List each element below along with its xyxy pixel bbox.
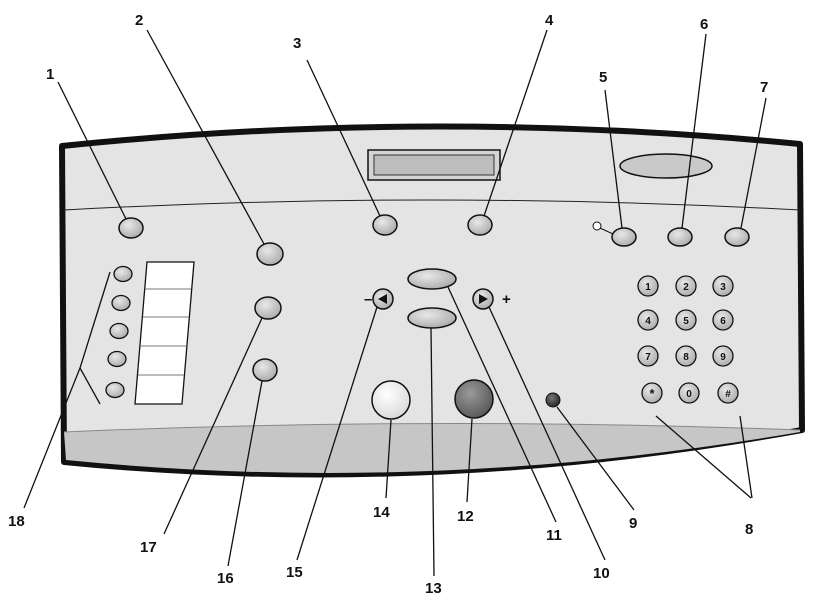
key-4[interactable] bbox=[637, 309, 659, 331]
one-touch-button-2[interactable] bbox=[111, 294, 131, 312]
indicator-window bbox=[619, 153, 713, 179]
leader-line-2 bbox=[146, 29, 265, 245]
callout-12: 12 bbox=[457, 508, 474, 525]
callout-labels: 1 2 3 4 5 6 7 8 9 10 11 12 13 14 15 16 1… bbox=[8, 12, 768, 597]
key-hash[interactable] bbox=[717, 382, 739, 404]
callout-14: 14 bbox=[373, 504, 390, 521]
key-9-label: 9 bbox=[720, 352, 726, 363]
button-11[interactable] bbox=[407, 268, 457, 290]
callout-4: 4 bbox=[545, 12, 554, 29]
key-5[interactable] bbox=[675, 309, 697, 331]
button-4[interactable] bbox=[467, 214, 493, 236]
key-1-label: 1 bbox=[645, 282, 651, 293]
callout-lines bbox=[23, 29, 767, 577]
callout-17: 17 bbox=[140, 539, 157, 556]
button-2[interactable] bbox=[256, 242, 284, 266]
key-0-label: 0 bbox=[686, 389, 692, 400]
plus-sign: + bbox=[502, 291, 511, 308]
callout-16: 16 bbox=[217, 570, 234, 587]
button-5[interactable] bbox=[611, 227, 637, 247]
button-1[interactable] bbox=[118, 217, 144, 239]
key-hash-label: # bbox=[725, 389, 731, 400]
key-6[interactable] bbox=[712, 309, 734, 331]
callout-9: 9 bbox=[629, 515, 637, 532]
leader-line-11 bbox=[447, 286, 557, 523]
callout-7: 7 bbox=[760, 79, 768, 96]
callout-6: 6 bbox=[700, 16, 708, 33]
key-6-label: 6 bbox=[720, 316, 726, 327]
leader-line-18 bbox=[23, 367, 81, 509]
leader-line-3 bbox=[306, 59, 381, 217]
key-8[interactable] bbox=[675, 345, 697, 367]
panel-divider bbox=[63, 199, 801, 211]
key-7[interactable] bbox=[637, 345, 659, 367]
button-12[interactable] bbox=[454, 379, 494, 419]
callout-10: 10 bbox=[593, 565, 610, 582]
leader-line-12 bbox=[466, 418, 473, 503]
minus-sign: – bbox=[364, 291, 372, 308]
right-arrow-icon bbox=[479, 294, 488, 304]
leader-line-14 bbox=[385, 419, 392, 499]
leader-line-6 bbox=[681, 33, 707, 229]
leader-line-10 bbox=[488, 306, 606, 561]
callout-13: 13 bbox=[425, 580, 442, 596]
one-touch-button-4[interactable] bbox=[107, 350, 127, 368]
callout-2: 2 bbox=[135, 12, 143, 29]
button-5-connector bbox=[599, 227, 614, 235]
one-touch-label-card bbox=[134, 261, 195, 405]
key-4-label: 4 bbox=[645, 316, 651, 327]
key-1[interactable] bbox=[637, 275, 659, 297]
key-0[interactable] bbox=[678, 382, 700, 404]
leader-line-13 bbox=[430, 327, 435, 577]
callout-11: 11 bbox=[546, 527, 562, 544]
key-5-label: 5 bbox=[683, 316, 689, 327]
panel-bottom-edge bbox=[63, 422, 801, 433]
key-7-label: 7 bbox=[645, 352, 651, 363]
leader-line-1 bbox=[57, 81, 127, 220]
left-arrow-icon bbox=[378, 294, 387, 304]
leader-line-8-right bbox=[739, 415, 753, 499]
numeric-keypad: 1 2 3 4 5 6 7 8 9 * 0 # bbox=[637, 275, 739, 404]
leader-line-17 bbox=[163, 317, 263, 535]
key-2[interactable] bbox=[675, 275, 697, 297]
key-3-label: 3 bbox=[720, 282, 726, 293]
button-13[interactable] bbox=[407, 307, 457, 329]
key-3[interactable] bbox=[712, 275, 734, 297]
button-6[interactable] bbox=[667, 227, 693, 247]
leader-line-7 bbox=[740, 97, 767, 229]
key-star-label: * bbox=[649, 386, 655, 401]
key-9[interactable] bbox=[712, 345, 734, 367]
button-14[interactable] bbox=[371, 380, 411, 420]
button-7[interactable] bbox=[724, 227, 750, 247]
button-3[interactable] bbox=[372, 214, 398, 236]
callout-3: 3 bbox=[293, 35, 301, 52]
lcd-display-screen bbox=[373, 154, 495, 176]
leader-line-15 bbox=[296, 306, 378, 561]
leader-line-9 bbox=[556, 406, 635, 511]
leader-line-8-left bbox=[655, 415, 752, 499]
leader-line-5 bbox=[604, 89, 623, 229]
key-8-label: 8 bbox=[683, 352, 689, 363]
button-16[interactable] bbox=[252, 358, 278, 382]
leader-line-16 bbox=[227, 380, 263, 567]
button-17[interactable] bbox=[254, 296, 282, 320]
button-5-indicator bbox=[592, 221, 602, 231]
callout-18: 18 bbox=[8, 513, 25, 530]
indicator-9 bbox=[545, 392, 561, 408]
leader-line-4 bbox=[483, 29, 548, 217]
key-2-label: 2 bbox=[683, 282, 689, 293]
callout-5: 5 bbox=[599, 69, 607, 86]
one-touch-button-3[interactable] bbox=[109, 322, 129, 340]
callout-1: 1 bbox=[46, 66, 54, 83]
one-touch-button-1[interactable] bbox=[113, 265, 133, 283]
callout-15: 15 bbox=[286, 564, 303, 581]
key-star[interactable] bbox=[641, 382, 663, 404]
one-touch-button-5[interactable] bbox=[105, 381, 125, 399]
callout-8: 8 bbox=[745, 521, 753, 538]
